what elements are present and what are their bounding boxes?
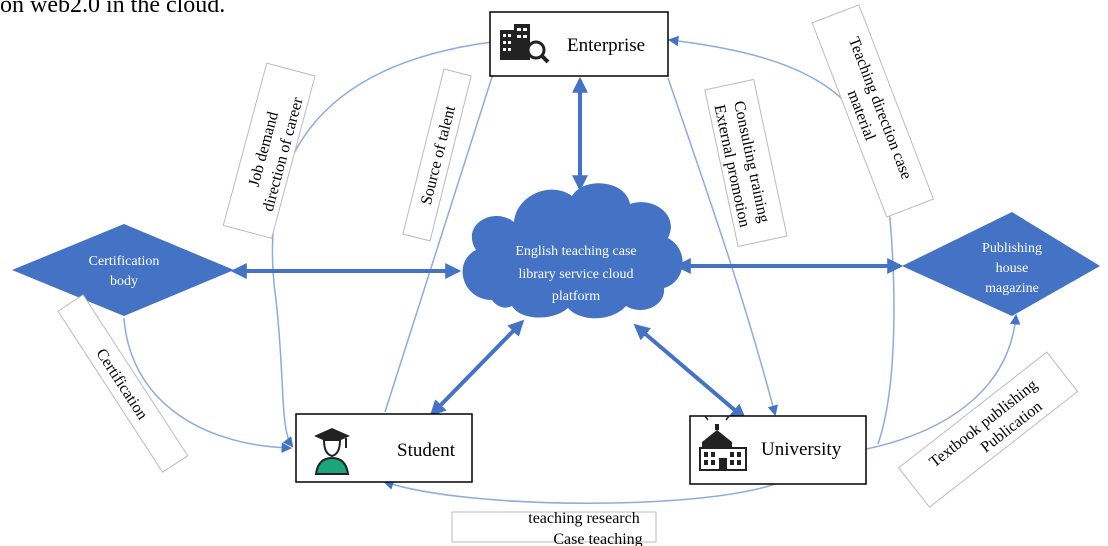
cloud-platform: English teaching case library service cl… [462,183,683,319]
certification-label-line2: body [110,274,138,289]
university-building-icon [699,415,747,471]
enterprise-label: Enterprise [567,35,645,56]
publishing-house-node: Publishing house magazine [902,212,1100,316]
student-label: Student [397,440,456,461]
connector-student-enterprise [384,49,503,413]
label-certification: Certification [57,294,189,473]
caption-fragment: on web2.0 in the cloud. [0,0,225,18]
label-teaching-research-line2: Case teaching [553,531,642,546]
publishing-label-line3: magazine [985,281,1039,296]
certification-body-node: Certification body [12,224,234,316]
connector-enterprise-student-left [271,41,493,448]
cloud-label-line2: library service cloud [518,267,633,282]
office-building-search-icon [500,24,550,64]
label-source-of-talent: Source of talent [402,68,472,242]
publishing-label-line2: house [996,261,1029,276]
arrow-cloud-university [633,323,747,421]
publishing-label-line1: Publishing [982,241,1042,256]
student-node: Student [295,413,473,483]
university-node: University [689,415,867,485]
label-teaching-direction: Teaching direction case material [811,4,935,218]
arrow-student-cloud [429,319,525,417]
certification-label-line1: Certification [89,254,160,269]
label-job-demand: Job demand direction of career [222,62,316,239]
university-label: University [761,439,842,460]
enterprise-node: Enterprise [489,11,669,77]
cloud-label-line1: English teaching case [515,244,636,259]
connector-university-publishing [861,313,1021,451]
label-teaching-research: teaching research Case teaching [451,510,657,546]
connector-certification-student [123,317,293,453]
label-teaching-research-line1: teaching research [528,510,639,527]
graduate-student-icon [314,428,350,475]
cloud-label-line3: platform [552,289,600,304]
connector-enterprise-university [667,77,778,417]
connector-university-student [383,479,776,504]
